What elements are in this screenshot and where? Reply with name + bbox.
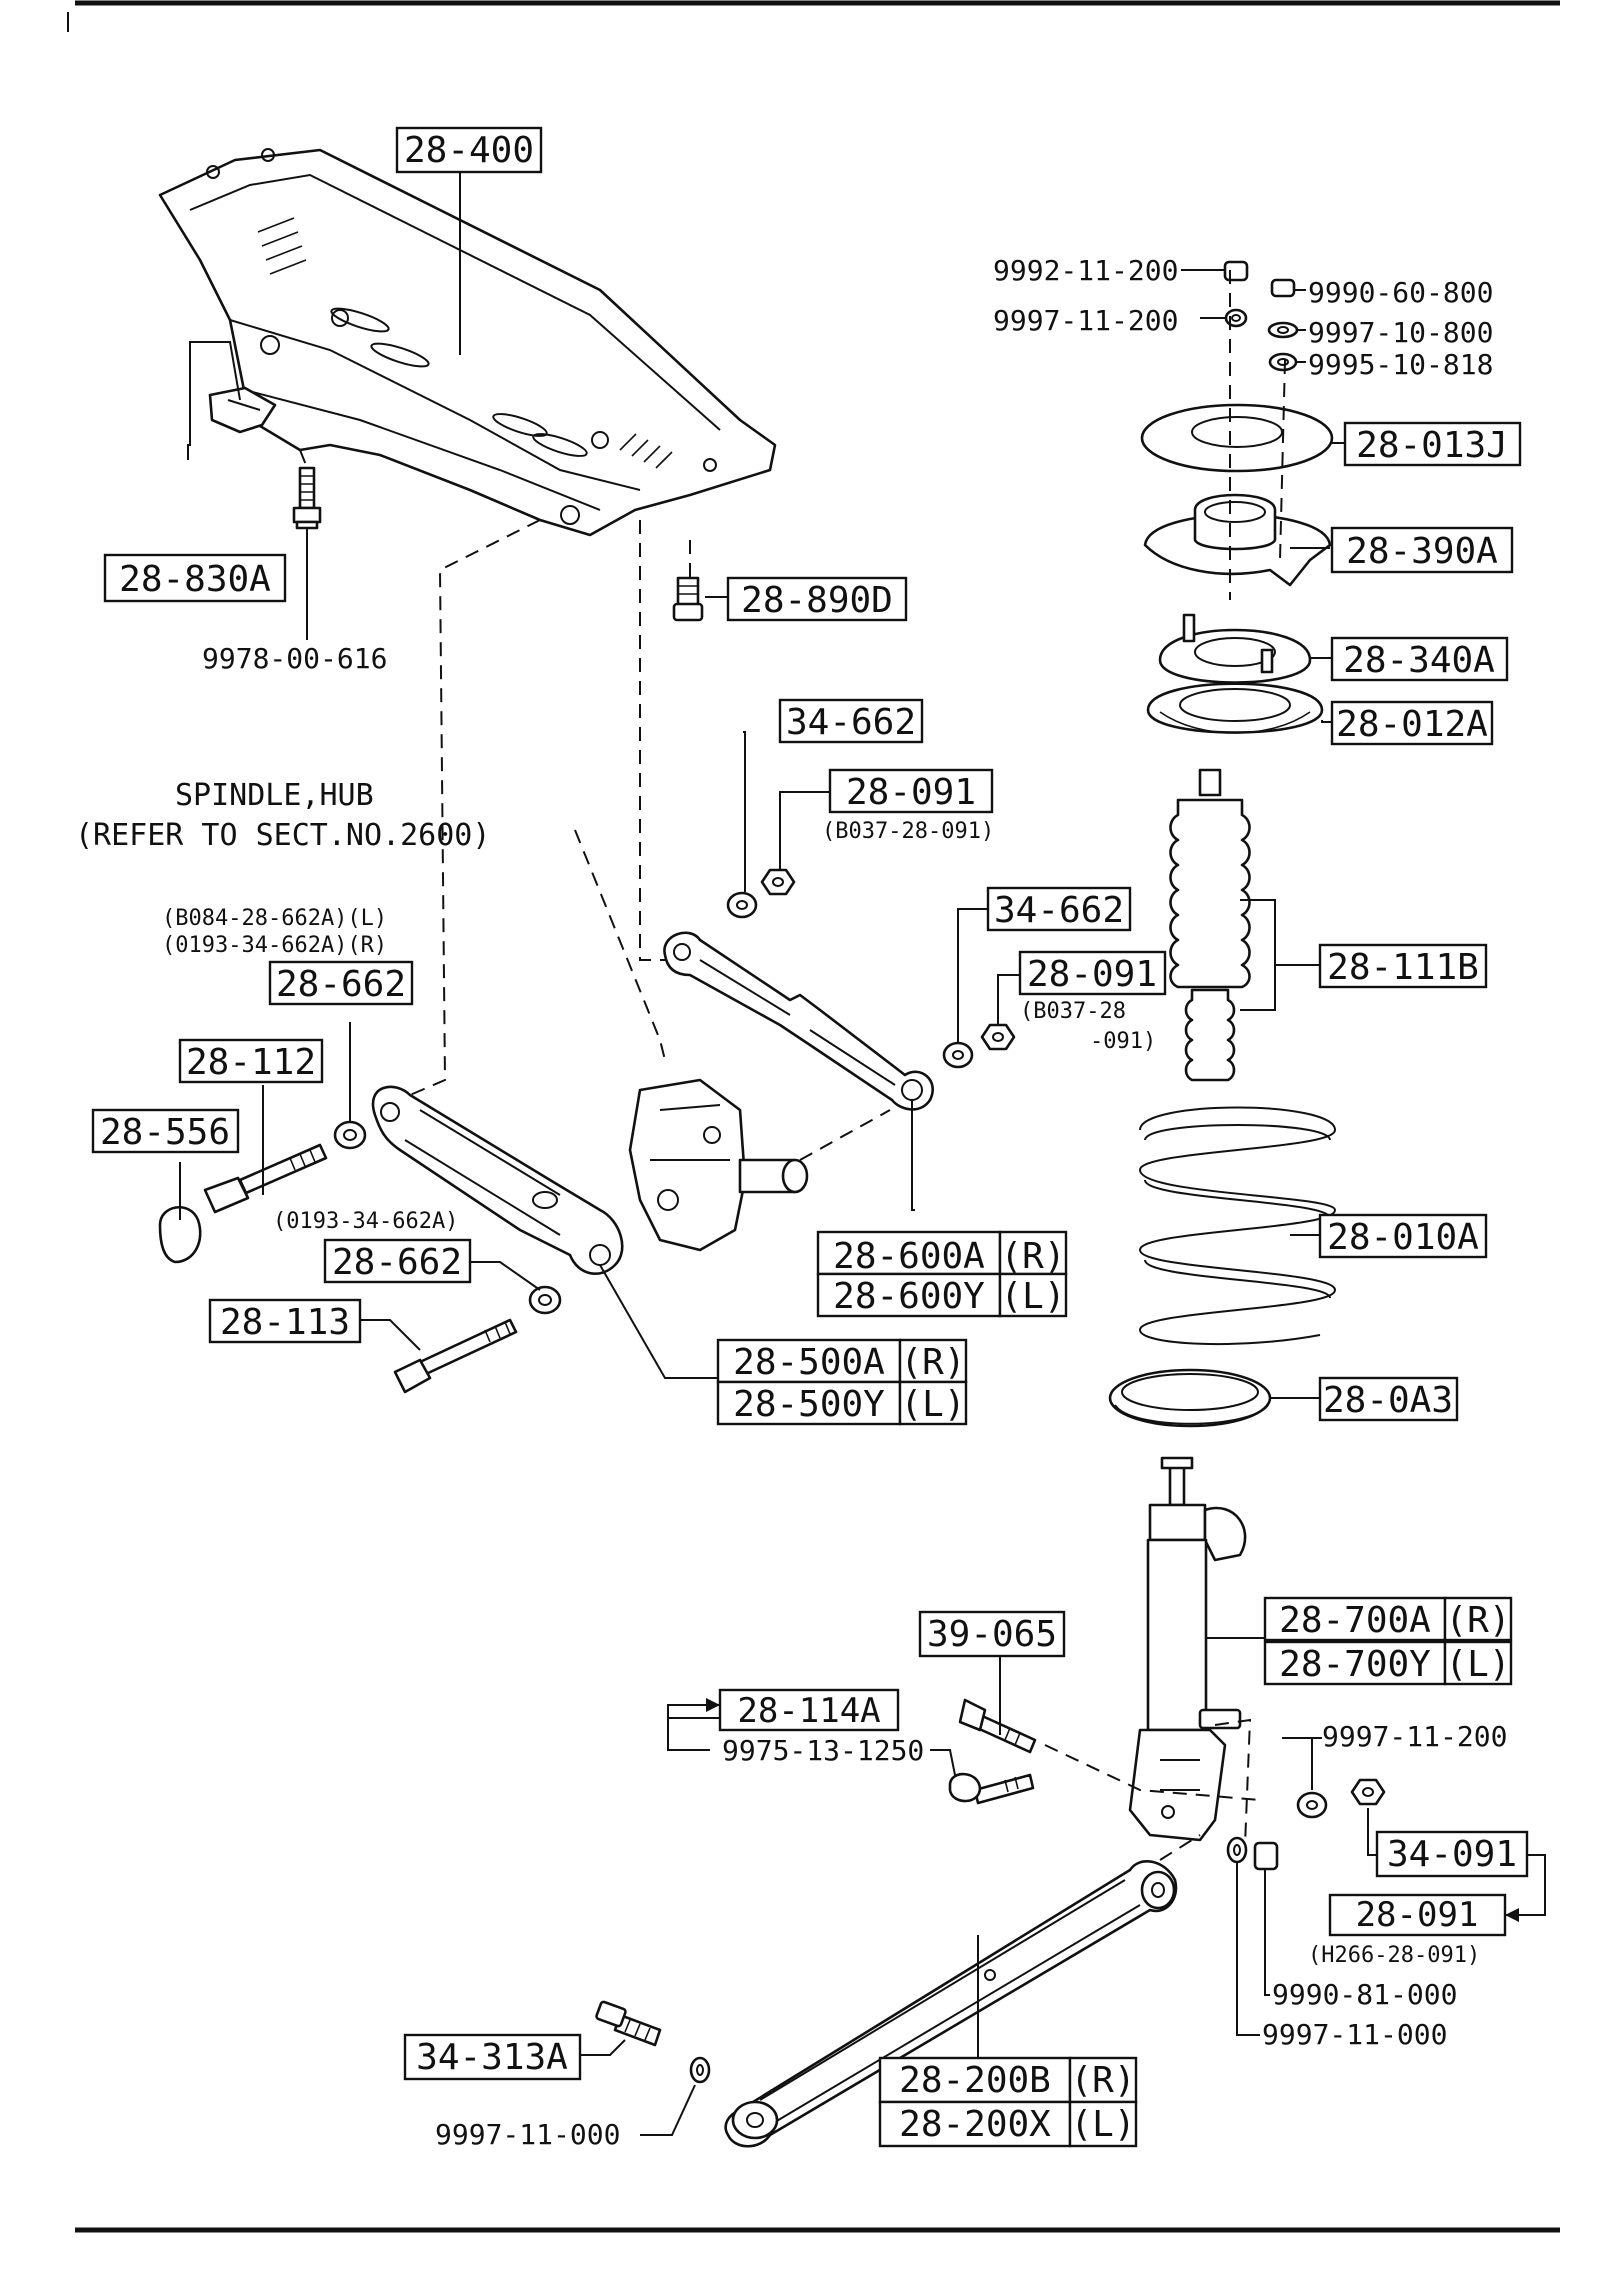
label-upper-arm-nut-2-ref-b: -091) xyxy=(1090,1029,1156,1054)
coil-spring-illustration xyxy=(1138,1106,1337,1346)
callout-labels: 28-400 28-830A 9978-00-616 28-890D 9992-… xyxy=(75,130,1517,2151)
label-upper-arm-nut-2-ref-a: (B037-28 xyxy=(1020,999,1126,1024)
label-washer-9995: 9995-10-818 xyxy=(1308,348,1493,381)
upper-arm-illustration xyxy=(663,931,934,1111)
label-bolt-113: 28-113 xyxy=(220,1302,350,1343)
label-spindle-note-2: (REFER TO SECT.NO.2600) xyxy=(75,818,490,853)
label-washer-9997-11-000-l: 9997-11-000 xyxy=(435,2118,620,2151)
label-shock-side-r: (R) xyxy=(1445,1600,1510,1641)
label-spindle-note-1: SPINDLE,HUB xyxy=(175,778,374,813)
upper-seat-illustration xyxy=(1158,613,1312,684)
label-upper-arm-l: 28-600Y xyxy=(833,1276,985,1317)
callout-boxes xyxy=(91,126,1529,2148)
label-washer-upper: 28-662 xyxy=(276,964,406,1005)
label-trailing-r: 28-200B xyxy=(899,2060,1051,2101)
label-bump-boot: 28-111B xyxy=(1327,947,1479,988)
stopper-illustration xyxy=(672,576,704,622)
label-washer-9997-11-200-low: 9997-11-200 xyxy=(1322,1720,1507,1753)
upper-arm-nuts xyxy=(726,868,1016,1069)
label-upper-arm-nut-2-sub: 28-091 xyxy=(1027,954,1157,995)
trailing-arm-hardware xyxy=(595,2000,711,2084)
label-nut-9992: 9992-11-200 xyxy=(993,254,1178,287)
label-spring: 28-010A xyxy=(1327,1217,1479,1258)
label-bracket: 28-830A xyxy=(119,559,271,600)
mount-bolt-illustration xyxy=(292,466,322,530)
label-upper-arm-side-l: (L) xyxy=(1000,1276,1065,1317)
label-washer-9997-11-200-top: 9997-11-200 xyxy=(993,304,1178,337)
label-stopper: 28-890D xyxy=(741,580,893,621)
label-upper-arm-nut-1-sub: 28-091 xyxy=(846,772,976,813)
shock-bolts xyxy=(948,1698,1037,1805)
label-nut-9990-60: 9990-60-800 xyxy=(1308,276,1493,309)
label-upper-seat: 28-340A xyxy=(1343,640,1495,681)
knuckle-illustration xyxy=(628,1078,809,1252)
crossmember-illustration xyxy=(158,148,777,537)
label-nut-9990-81: 9990-81-000 xyxy=(1272,1978,1457,2011)
label-upper-arm-r: 28-600A xyxy=(833,1236,985,1277)
label-upper-arm-nut-1-ref: (B037-28-091) xyxy=(822,819,994,844)
label-ref-0193-r: (0193-34-662A)(R) xyxy=(162,933,387,958)
label-nut-34-091: 34-091 xyxy=(1387,1834,1517,1875)
label-trailing-l: 28-200X xyxy=(899,2104,1051,2145)
label-crossmember: 28-400 xyxy=(404,130,534,171)
label-ref-0193-mid: (0193-34-662A) xyxy=(273,1209,458,1234)
bump-boot-illustration xyxy=(1169,768,1251,1082)
label-ref-h266: (H266-28-091) xyxy=(1308,1943,1480,1968)
callout-arrows xyxy=(667,1698,1519,1922)
label-bolt-112: 28-112 xyxy=(186,1042,316,1083)
assembly-dashed-lines xyxy=(299,270,1286,1861)
label-shock-side-l: (L) xyxy=(1445,1644,1510,1685)
label-lower-arm-side-l: (L) xyxy=(900,1384,965,1425)
label-nut-28-091-low: 28-091 xyxy=(1356,1895,1479,1935)
label-upper-arm-side-r: (R) xyxy=(1000,1236,1065,1277)
label-washer-lower: 28-662 xyxy=(332,1242,462,1283)
strut-top-hardware xyxy=(1223,260,1299,372)
label-bolt-9975: 9975-13-1250 xyxy=(722,1734,924,1767)
lower-arm-hardware xyxy=(158,1120,562,1394)
label-lower-arm-l: 28-500Y xyxy=(733,1384,885,1425)
label-shock-l: 28-700Y xyxy=(1279,1644,1431,1685)
label-trailing-side-l: (L) xyxy=(1070,2104,1135,2145)
label-trailing-side-r: (R) xyxy=(1070,2060,1135,2101)
shock-lower-nuts xyxy=(1226,1778,1386,1871)
leader-lines xyxy=(179,165,1546,2136)
shock-absorber-illustration xyxy=(1128,1456,1247,1842)
trailing-arm-illustration xyxy=(724,1860,1178,2148)
label-mount-plate: 28-013J xyxy=(1356,425,1508,466)
label-ref-b084: (B084-28-662A)(L) xyxy=(162,906,387,931)
label-mount-rubber: 28-390A xyxy=(1346,531,1498,572)
upper-insulator-illustration xyxy=(1146,682,1324,734)
label-cap-556: 28-556 xyxy=(100,1112,230,1153)
label-washer-9997-10: 9997-10-800 xyxy=(1308,316,1493,349)
label-shock-r: 28-700A xyxy=(1279,1600,1431,1641)
label-bolt-9978: 9978-00-616 xyxy=(202,642,387,675)
label-lower-arm-r: 28-500A xyxy=(733,1342,885,1383)
label-upper-arm-nut-2: 34-662 xyxy=(994,890,1124,931)
label-lower-arm-side-r: (R) xyxy=(900,1342,965,1383)
lower-arm-illustration xyxy=(371,1085,624,1275)
mount-plate-illustration xyxy=(1140,403,1334,473)
label-lower-insulator: 28-0A3 xyxy=(1323,1380,1453,1421)
label-washer-9997-11-000-r: 9997-11-000 xyxy=(1262,2018,1447,2051)
label-upper-arm-nut-1: 34-662 xyxy=(786,702,916,743)
mount-rubber-illustration xyxy=(1143,493,1332,587)
label-bolt-28-114a: 28-114A xyxy=(737,1691,880,1731)
bracket-illustration xyxy=(208,386,277,434)
lower-insulator-illustration xyxy=(1108,1368,1272,1428)
label-bolt-39-065: 39-065 xyxy=(927,1614,1057,1655)
label-bolt-34-313a: 34-313A xyxy=(416,2037,568,2078)
label-upper-insulator: 28-012A xyxy=(1336,704,1488,745)
